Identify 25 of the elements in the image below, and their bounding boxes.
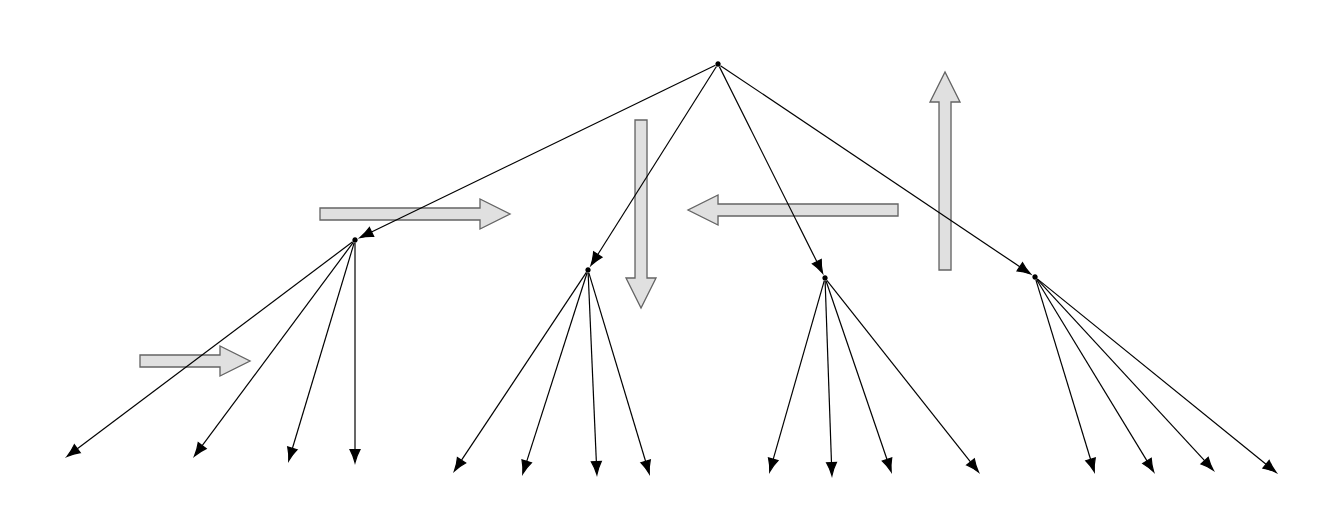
arrow [824, 280, 838, 477]
arrow [1035, 279, 1096, 473]
branch-point [585, 267, 591, 273]
arrow [590, 65, 718, 267]
arrow [359, 64, 716, 239]
arrow [287, 242, 355, 462]
arrow [718, 66, 824, 274]
arrow [1036, 278, 1277, 474]
arrow [767, 280, 825, 473]
arrow [1036, 278, 1214, 471]
branch-point [352, 237, 358, 243]
arrow [588, 272, 651, 475]
arrow [719, 65, 1032, 275]
arrow [825, 280, 893, 473]
arrow [193, 241, 354, 457]
arrow [66, 241, 354, 458]
arrow [587, 272, 602, 476]
arrow [521, 272, 588, 475]
branch-point [715, 61, 721, 67]
arrow [826, 279, 980, 473]
arrow [453, 271, 587, 472]
arrow [349, 242, 361, 464]
branch-point [822, 275, 828, 281]
arrow [1035, 278, 1155, 473]
branch-point [1032, 274, 1038, 280]
